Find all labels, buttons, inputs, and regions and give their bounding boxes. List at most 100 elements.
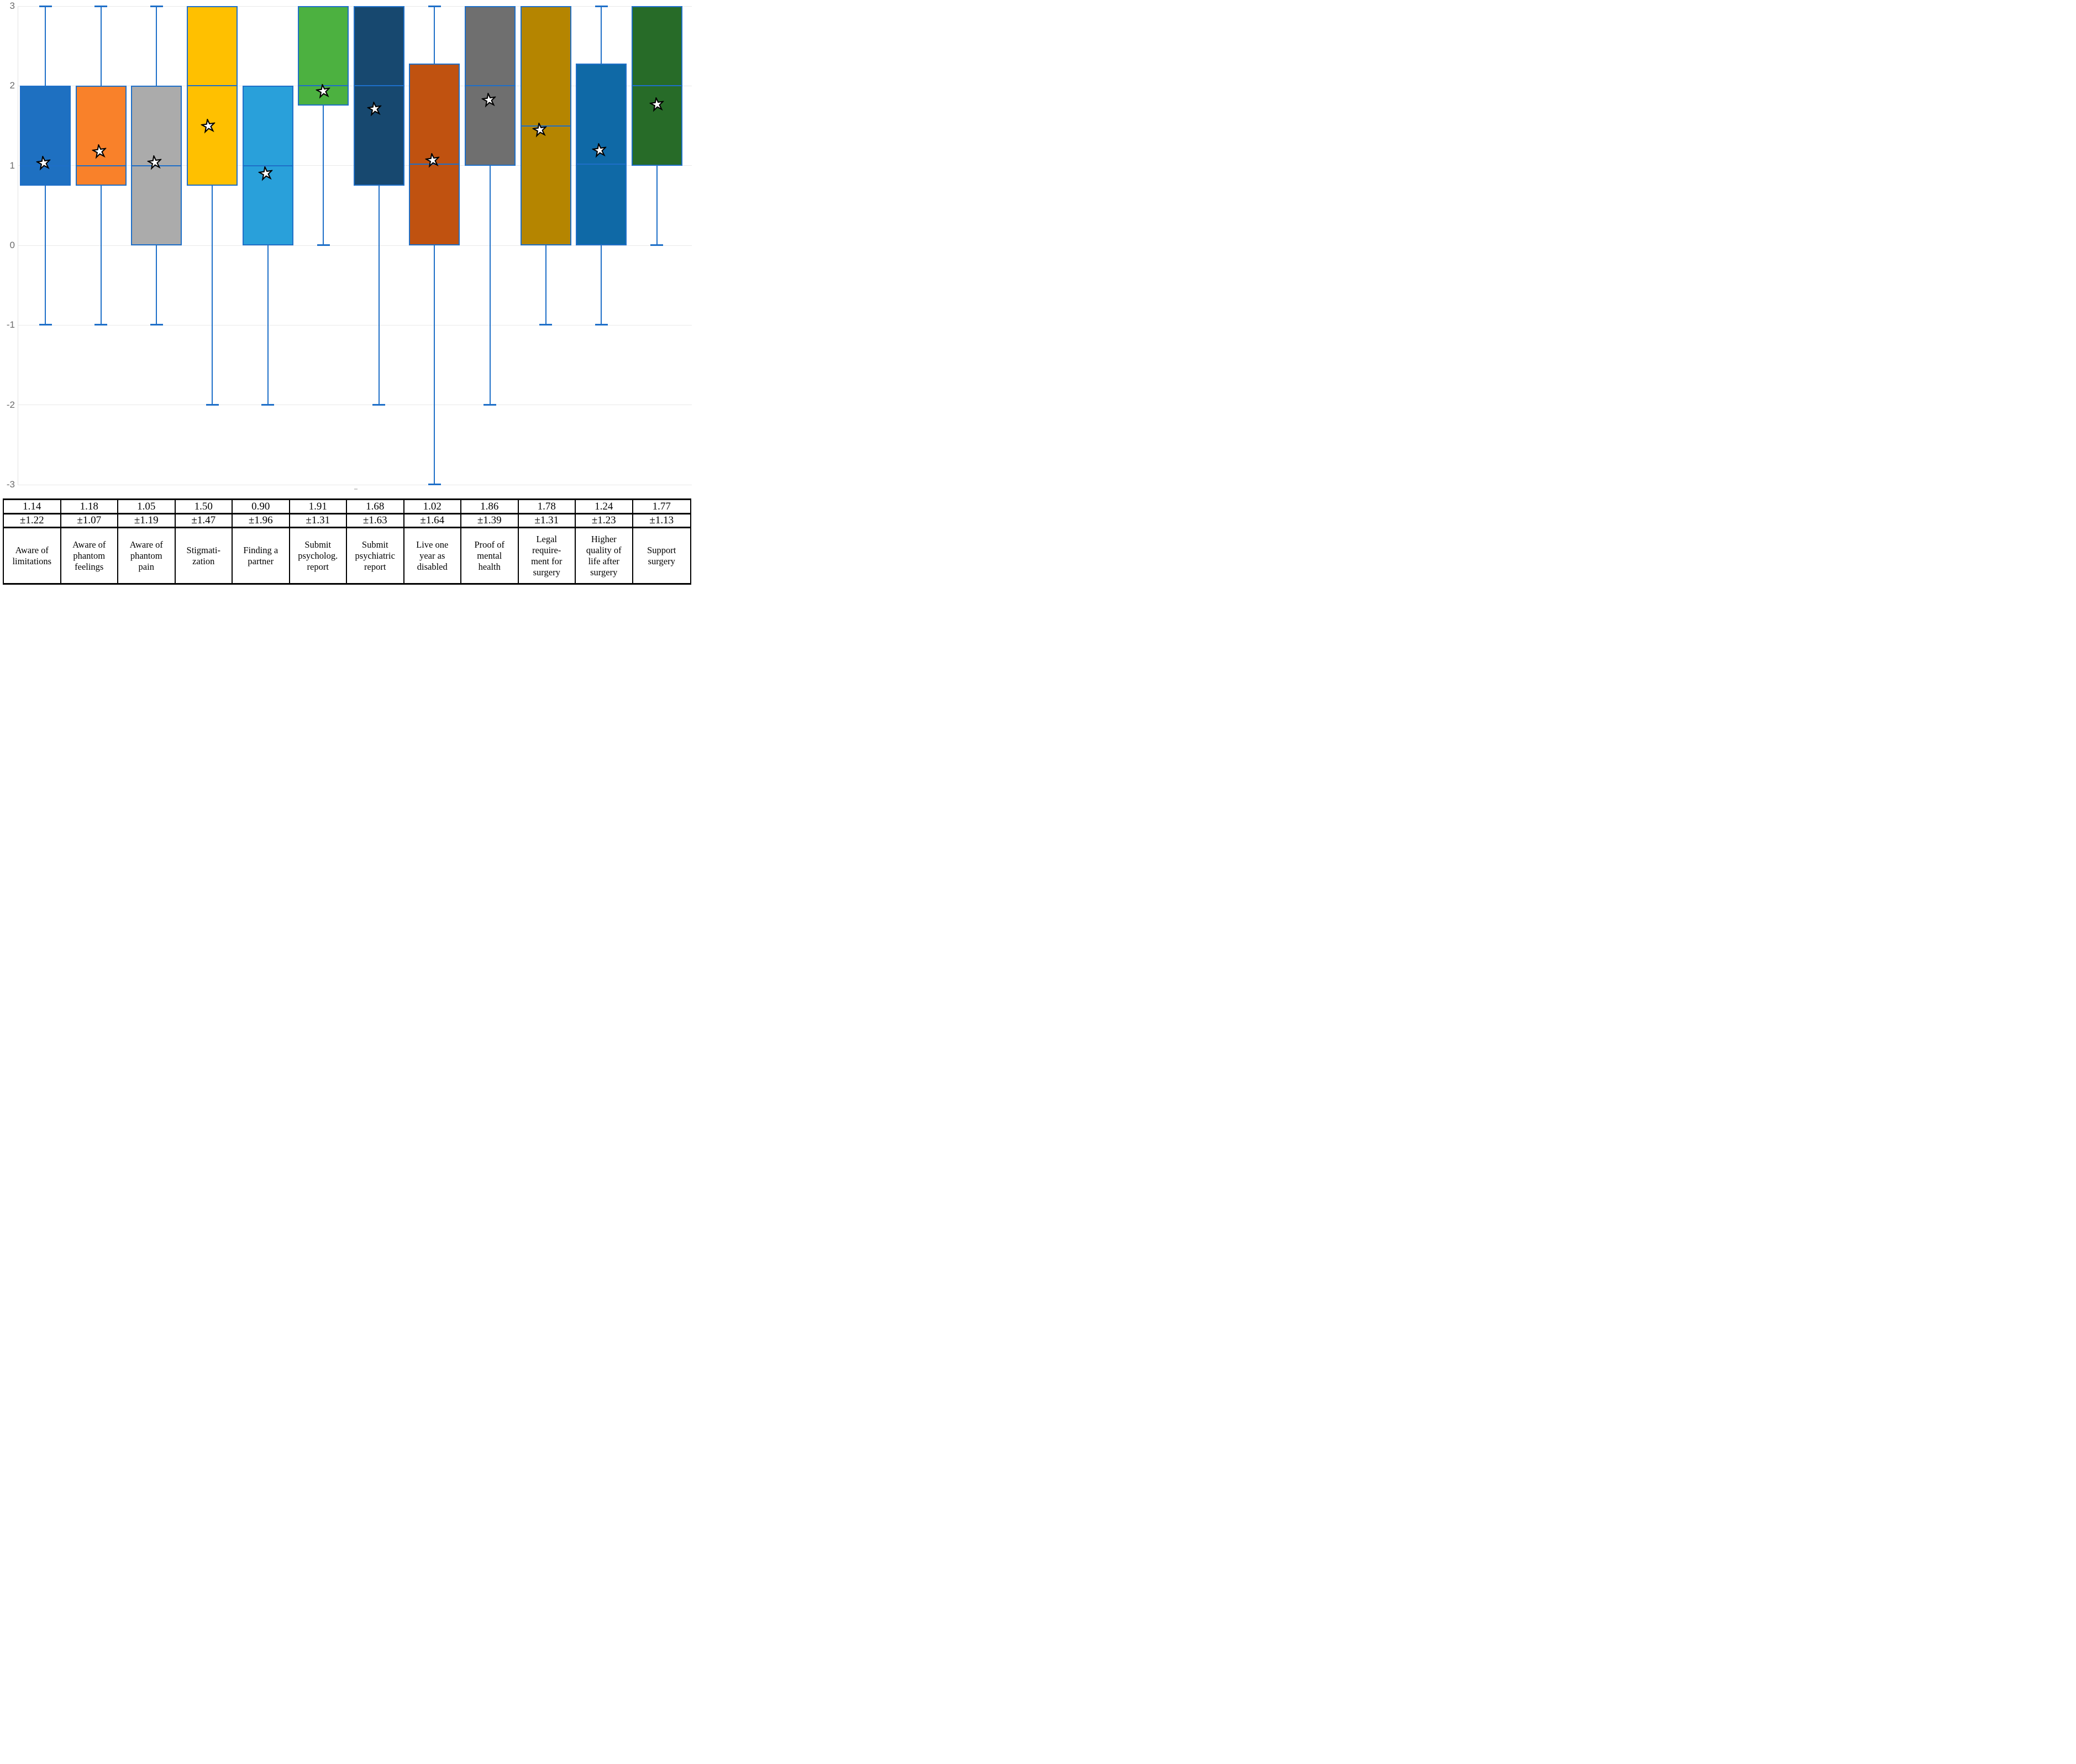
lower-whisker-cap <box>261 403 275 406</box>
gridline-y-1 <box>18 324 692 326</box>
lower-whisker <box>212 185 213 405</box>
box-1 <box>20 86 71 186</box>
lower-whisker-cap <box>94 324 108 326</box>
mean-star <box>35 155 51 171</box>
box-7 <box>353 6 404 186</box>
lower-whisker <box>378 185 380 405</box>
mean-star <box>424 151 440 168</box>
star-icon <box>35 155 51 171</box>
box-11 <box>576 63 627 245</box>
upper-whisker-cap <box>150 6 163 7</box>
lower-whisker-cap <box>150 324 163 326</box>
mean-star <box>531 121 548 138</box>
lower-whisker <box>434 245 435 485</box>
lower-whisker <box>100 185 102 326</box>
median-line <box>577 163 626 165</box>
sd-cell: ±1.47 <box>175 514 233 528</box>
category-label: Stigmati-zation <box>186 544 220 566</box>
mean-star <box>257 165 274 181</box>
mean-star <box>648 96 665 112</box>
lower-whisker-cap <box>428 484 441 485</box>
mean-star <box>591 141 608 159</box>
star-icon <box>199 117 216 134</box>
sd-cell: ±1.19 <box>118 514 176 528</box>
y-axis-tick-label: 3 <box>9 1 15 11</box>
upper-whisker-cap <box>595 6 608 7</box>
mean-cell: 1.14 <box>4 500 61 514</box>
star-icon <box>531 121 548 138</box>
sd-cell: ±1.31 <box>290 514 347 528</box>
box-8 <box>409 63 460 245</box>
mean-cell: 1.02 <box>404 500 461 514</box>
star-icon <box>480 92 497 108</box>
upper-whisker-cap <box>94 6 108 7</box>
mean-cell: 1.50 <box>175 500 233 514</box>
upper-whisker <box>434 6 435 64</box>
gridline-y0 <box>18 245 692 246</box>
mean-cell: 0.90 <box>233 500 290 514</box>
mean-cell: 1.18 <box>61 500 118 514</box>
lower-whisker <box>156 245 157 326</box>
lower-whisker-cap <box>372 403 386 406</box>
mean-star <box>480 92 497 108</box>
y-axis-tick-label: -1 <box>6 319 15 330</box>
mean-cell: 1.05 <box>118 500 176 514</box>
sd-cell: ±1.23 <box>576 514 633 528</box>
median-line <box>632 85 681 87</box>
median-line <box>521 125 570 127</box>
star-icon <box>648 96 665 112</box>
upper-whisker <box>156 6 157 86</box>
median-line <box>188 85 237 87</box>
lower-whisker <box>323 106 324 245</box>
mean-cell: 1.86 <box>461 500 519 514</box>
star-icon <box>257 165 274 181</box>
median-line <box>354 85 403 87</box>
upper-whisker-cap <box>39 6 52 7</box>
upper-whisker <box>601 6 602 64</box>
lower-whisker <box>601 245 602 326</box>
median-line <box>243 165 292 166</box>
lower-whisker <box>45 185 46 326</box>
median-line <box>76 165 125 166</box>
median-line <box>465 85 514 87</box>
y-axis-tick-label: -3 <box>6 479 15 490</box>
lower-whisker <box>545 245 546 326</box>
y-axis-tick-label: 2 <box>9 80 15 91</box>
mean-cell: 1.91 <box>290 500 347 514</box>
y-axis-tick-label: 1 <box>9 160 15 171</box>
star-icon <box>591 141 608 158</box>
box-4 <box>187 6 238 186</box>
mean-cell: 1.77 <box>633 500 690 514</box>
sd-cell: ±1.39 <box>461 514 519 528</box>
mean-cell: 1.24 <box>576 500 633 514</box>
mean-star <box>315 83 332 99</box>
lower-whisker <box>267 245 269 405</box>
lower-whisker-cap <box>650 244 664 246</box>
sd-cell: ±1.63 <box>347 514 404 528</box>
lower-whisker-cap <box>595 324 608 326</box>
sd-cell: ±1.64 <box>404 514 461 528</box>
upper-whisker-cap <box>428 6 441 7</box>
lower-whisker-cap <box>539 324 553 326</box>
star-icon <box>424 151 440 168</box>
